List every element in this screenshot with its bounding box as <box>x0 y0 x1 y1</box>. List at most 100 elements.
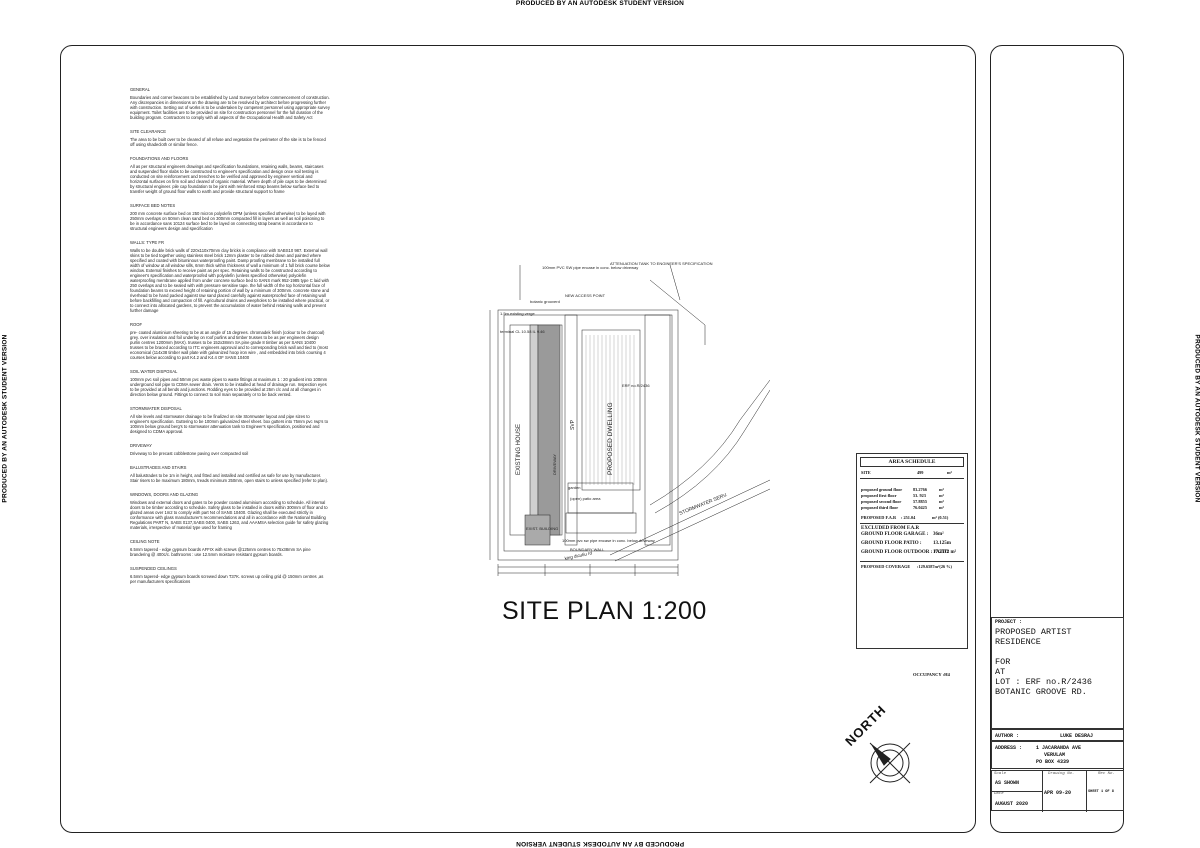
note-heading: SUSPENDED CEILINGS <box>130 566 177 571</box>
floor-unit: m² <box>939 505 944 510</box>
schedule-divider <box>860 478 964 479</box>
excluded-label: GROUND FLOOR OUTDOOR : PATIO <box>861 550 949 555</box>
note-body: 200 mm concrete surface bed on 250 micro… <box>130 211 326 231</box>
schedule-far-row: PROPOSED F.A.R : 251.04 m² (0.51) <box>857 515 967 521</box>
excluded-title: EXCLUDED FROM F.A.R <box>861 526 920 531</box>
note-heading: SURFACE BED NOTES <box>130 203 176 208</box>
author-box: AUTHOR : LUKE DESRAJ <box>991 729 1124 741</box>
title-block-frame <box>990 45 1124 833</box>
site-unit: m² <box>947 470 952 475</box>
excluded-label: GROUND FLOOR GARAGE : <box>861 532 929 537</box>
occupancy-class: OCCUPANCY :H4 <box>913 672 950 677</box>
address-line-2: VERULAM <box>1044 752 1066 758</box>
note-body: 6.5mm tapered- edge gypsum boards screwe… <box>130 574 324 584</box>
far-value: : 251.04 <box>901 515 916 520</box>
sheet-number: SHEET 1 OF 8 <box>1088 790 1114 794</box>
schedule-site-row: SITE 499 m² <box>857 470 967 476</box>
floor-label: proposed first floor <box>861 493 897 498</box>
note-body: Walls to be double brick walls of 220x11… <box>130 248 330 313</box>
floor-unit: m² <box>939 493 944 498</box>
label-attenuation: ATTENUATION TANK TO ENGINEER'S SPECIFICA… <box>610 261 713 266</box>
label-access: NEW ACCESS POINT <box>565 293 606 298</box>
excluded-label: GROUND FLOOR PATIO : <box>861 541 922 546</box>
floor-unit: m² <box>939 487 944 492</box>
label-driveway: DRIVEWAY <box>552 454 557 475</box>
note-body: 100mm pvc soil pipes and 50mm pvc waste … <box>130 377 328 397</box>
address-box: ADDRESS : 1 JACARANDA AVE VERULAM PO BOX… <box>991 741 1124 769</box>
excluded-row: GROUND FLOOR GARAGE :36m² <box>857 532 967 541</box>
site-plan-drawing: 100mm PVC SW pipe encase in conc. below … <box>489 261 770 576</box>
address-line-1: 1 JACARANDA AVE <box>1036 745 1082 751</box>
label-terminal: terminal CL 10.58 IL 9.46 <box>500 329 545 334</box>
label-pvc-swp: 100mm PVC SW pipe encase in conc. below … <box>542 265 638 270</box>
scale-value: AS SHOWN <box>995 780 1020 786</box>
note-body: All as per structural engineers drawings… <box>130 164 327 194</box>
general-notes: GENERAL Boundaries and corner beacons to … <box>130 87 330 587</box>
label-exist-building: EXIST. BUILDING <box>526 526 558 531</box>
floor-value: 83.2766 <box>913 487 927 492</box>
north-arrow-icon <box>869 742 911 784</box>
drawing-frame <box>60 45 976 833</box>
note-body: The area to be built over to be cleared … <box>130 137 326 147</box>
note-heading: FOUNDATIONS AND FLOORS <box>130 156 189 161</box>
author-label: AUTHOR : <box>995 733 1020 739</box>
address-label: ADDRESS : <box>995 745 1023 751</box>
note-heading: SOIL WATER DISPOSAL <box>130 369 178 374</box>
note-body: Windows and external doors and gates to … <box>130 500 329 530</box>
label-open-patio: (open) patio area <box>570 496 601 501</box>
floor-label: proposed second floor <box>861 499 902 504</box>
label-pipe-note: 100mm pvc sw pipe encase in conc. below … <box>562 538 655 543</box>
project-line: BOTANIC GROOVE RD. <box>995 687 1087 697</box>
note-body: Boundaries and corner beacons to be esta… <box>130 95 330 120</box>
project-line: RESIDENCE <box>995 637 1041 647</box>
label-king-road: king dicutiu rd <box>564 550 593 561</box>
site-plan-title: SITE PLAN 1:200 <box>502 597 707 625</box>
label-svp: SVP <box>570 419 576 430</box>
floor-value: 57.8855 <box>913 499 927 504</box>
floor-label: proposed ground floor <box>861 487 903 492</box>
watermark-left: PRODUCED BY AN AUTODESK STUDENT VERSION <box>1 334 9 503</box>
note-heading: SITE CLEARANCE <box>130 129 167 134</box>
project-line: LOT : ERF no.R/2436 <box>995 677 1092 687</box>
watermark-top: PRODUCED BY AN AUTODESK STUDENT VERSION <box>515 0 685 7</box>
project-line: FOR <box>995 657 1011 667</box>
drawing-no-caption: Drawing No. <box>1048 772 1075 776</box>
note-body: 6.5mm tapered - edge gypsum boards AFFIX… <box>130 547 311 557</box>
watermark-right: PRODUCED BY AN AUTODESK STUDENT VERSION <box>1193 334 1200 503</box>
note-heading: BALUSTRADES AND STAIRS <box>130 465 187 470</box>
schedule-coverage-row: PROPOSED COVERAGE :129.6587m²(26 %) <box>857 564 967 570</box>
scale-box: Scale AS SHOWN Date AUGUST 2020 Drawing … <box>991 770 1124 812</box>
note-heading: ROOF <box>130 322 143 327</box>
project-line: PROPOSED ARTIST <box>995 627 1072 637</box>
far-unit: m² (0.51) <box>932 515 949 520</box>
date-value: AUGUST 2020 <box>995 801 1029 807</box>
note-heading: WINDOWS, DOORS AND GLAZING <box>130 492 199 497</box>
label-erf: ERF no.R/2436 <box>622 383 650 388</box>
scale-caption: Scale <box>994 772 1007 776</box>
floor-area-row: proposed ground floor 83.2766 m² <box>857 487 967 493</box>
label-existing-house: EXISTING HOUSE <box>516 424 522 475</box>
note-heading: GENERAL <box>130 87 151 92</box>
far-label: PROPOSED F.A.R <box>861 515 897 520</box>
label-botanic: botanic grooverd <box>530 299 560 304</box>
schedule-divider-3 <box>860 561 964 562</box>
excluded-row: GROUND FLOOR PATIO :13.125m <box>857 541 967 550</box>
area-schedule: AREA SCHEDULE SITE 499 m² proposed groun… <box>856 453 968 649</box>
schedule-divider-2 <box>860 523 964 524</box>
floor-unit: m² <box>939 499 944 504</box>
site-label: SITE <box>861 470 871 475</box>
label-verge: 1.5m existing verge <box>500 311 535 316</box>
project-label: PROJECT : <box>995 619 1023 625</box>
note-heading: DRIVEWAY <box>130 443 152 448</box>
label-stormwater: STORMWATER SERV. <box>679 492 729 517</box>
schedule-title: AREA SCHEDULE <box>860 457 964 467</box>
note-body: All site levels and stormwater drainage … <box>130 414 329 434</box>
label-garden: garden <box>568 485 580 490</box>
note-heading: CEILING NOTE <box>130 539 160 544</box>
